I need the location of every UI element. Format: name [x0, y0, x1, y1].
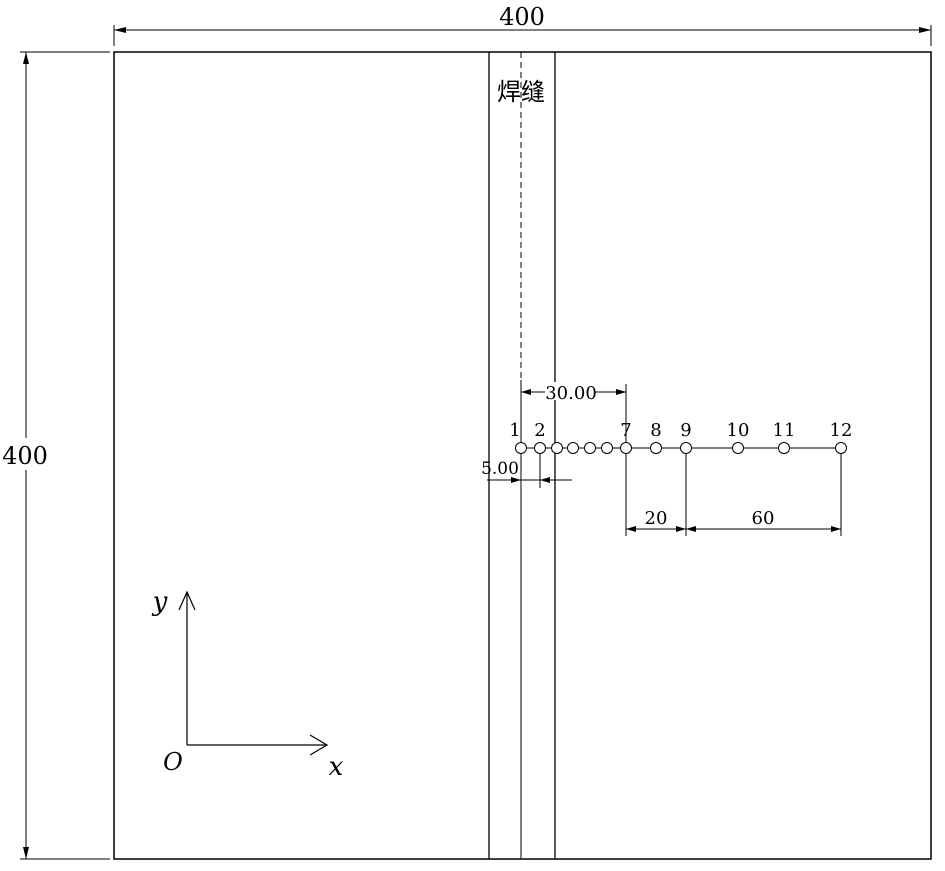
measurement-point-marker	[680, 442, 692, 454]
measurement-point-label: 7	[620, 420, 631, 441]
measurement-point-marker	[778, 442, 790, 454]
measurement-point-marker	[835, 442, 847, 454]
measurement-point: 2	[534, 420, 546, 454]
measurement-point: 8	[650, 420, 662, 454]
measurement-point-marker	[601, 442, 613, 454]
origin-label: O	[163, 748, 183, 776]
measurement-point-marker	[515, 442, 527, 454]
measurement-point-label: 11	[773, 420, 796, 441]
measurement-point-label: 9	[680, 420, 691, 441]
dimension-plate-width-label: 400	[499, 3, 545, 31]
measurement-point-label: 2	[534, 420, 545, 441]
measurement-point: 10	[727, 420, 750, 454]
x-axis-label: x	[329, 752, 344, 782]
measurement-point-marker	[650, 442, 662, 454]
measurement-point-marker	[551, 442, 563, 454]
dimension-spacing-lower: 20 60	[625, 450, 842, 536]
measurement-point-marker	[584, 442, 596, 454]
measurement-point-label: 8	[650, 420, 661, 441]
measurement-point	[551, 442, 563, 454]
measurement-point: 12	[830, 420, 853, 454]
measurement-point-marker	[620, 442, 632, 454]
weld-label: 焊缝	[497, 78, 545, 106]
measurement-point: 9	[680, 420, 692, 454]
measurement-point: 7	[620, 420, 632, 454]
measurement-point-label: 10	[727, 420, 750, 441]
coordinate-axes: y x O	[152, 587, 344, 782]
dimension-spacing-end-label: 60	[752, 508, 775, 529]
measurement-point	[601, 442, 613, 454]
dimension-weld-offset-label: 5.00	[481, 459, 519, 479]
measurement-point-marker	[732, 442, 744, 454]
measurement-point-label: 1	[509, 420, 520, 441]
dimension-spacing-start: 30.00	[521, 382, 627, 450]
plate-outline	[113, 51, 932, 860]
dimension-weld-offset: 5.00	[481, 450, 572, 488]
measurement-point	[584, 442, 596, 454]
y-axis-label: y	[152, 587, 168, 617]
measurement-point-marker	[534, 442, 546, 454]
measurement-point-marker	[567, 442, 579, 454]
measurement-point: 11	[773, 420, 796, 454]
y-axis-arrowhead	[178, 590, 196, 611]
dimension-spacing-mid-label: 20	[645, 508, 668, 529]
dimension-plate-height: 400	[2, 51, 110, 860]
dimension-plate-width: 400	[113, 3, 932, 46]
measurement-point: 1	[509, 420, 527, 454]
measurement-point-label: 12	[830, 420, 853, 441]
measurement-point	[567, 442, 579, 454]
dimension-plate-height-label: 400	[2, 442, 48, 470]
x-axis-arrowhead	[309, 734, 329, 756]
dimension-spacing-start-label: 30.00	[545, 383, 597, 404]
